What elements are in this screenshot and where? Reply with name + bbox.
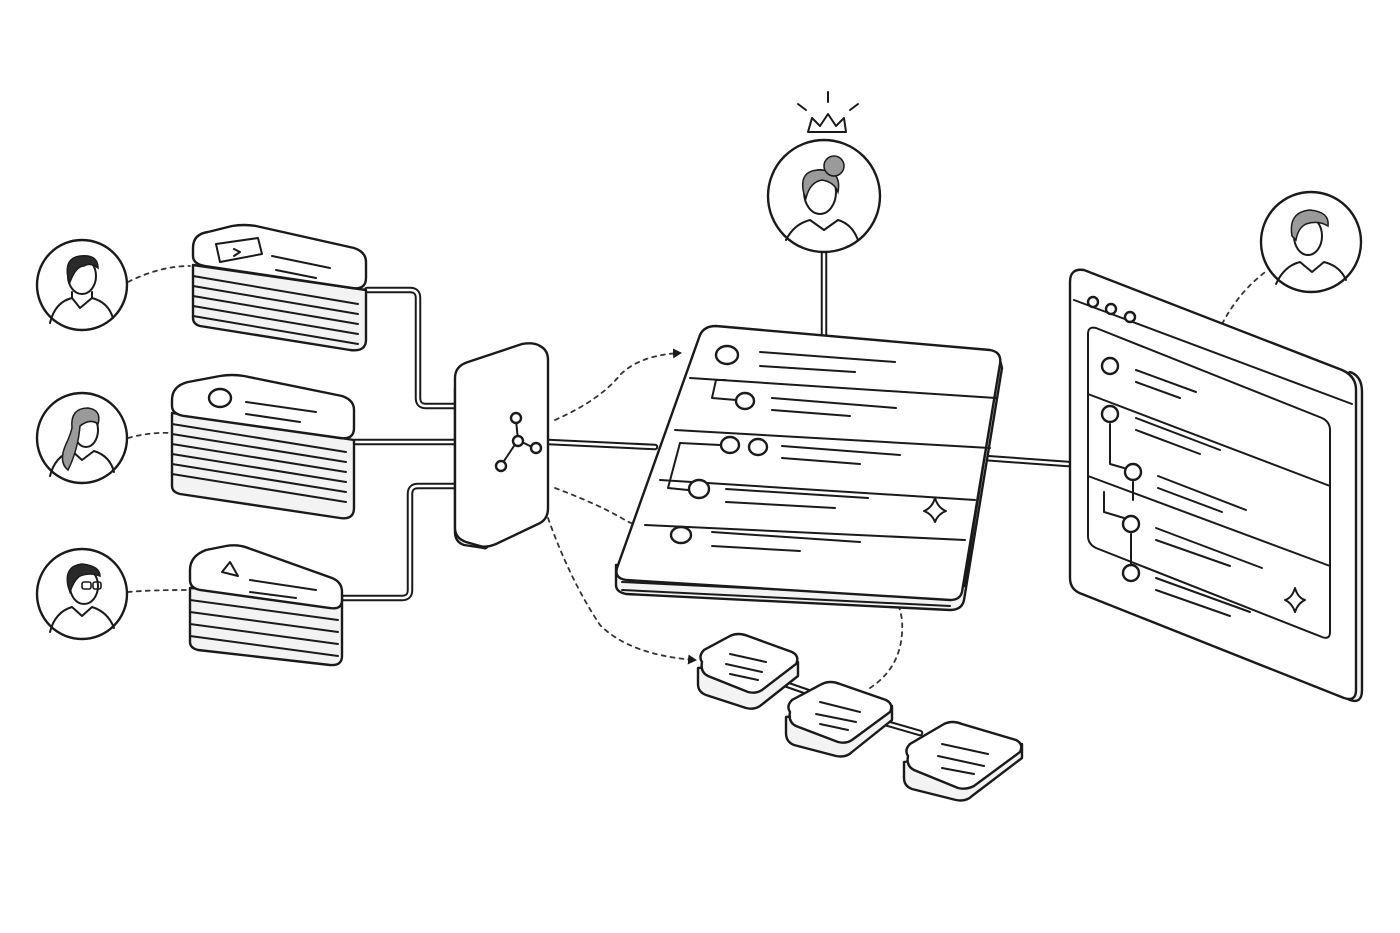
avatar-user-1[interactable] bbox=[35, 238, 129, 332]
circle-icon bbox=[207, 387, 233, 409]
pipeline-step-1[interactable] bbox=[696, 632, 800, 710]
board-row[interactable] bbox=[711, 379, 897, 417]
app-window[interactable] bbox=[1068, 268, 1364, 703]
crown-icon bbox=[797, 91, 859, 133]
board-row[interactable] bbox=[669, 525, 861, 552]
pipeline-step-2[interactable] bbox=[784, 680, 894, 758]
data-stack-3[interactable] bbox=[188, 544, 344, 667]
avatar-reviewer[interactable] bbox=[1259, 190, 1363, 294]
window-row[interactable] bbox=[1103, 481, 1263, 569]
sparkle-icon bbox=[1284, 587, 1306, 613]
window-controls bbox=[1086, 295, 1137, 324]
window-row[interactable] bbox=[1109, 423, 1247, 513]
terminal-icon bbox=[215, 237, 263, 263]
data-stack-1[interactable] bbox=[191, 223, 368, 352]
window-maximize-icon[interactable] bbox=[1123, 310, 1137, 324]
triangle-icon bbox=[221, 561, 239, 577]
board-row[interactable] bbox=[714, 344, 896, 373]
window-minimize-icon[interactable] bbox=[1104, 302, 1118, 316]
window-row[interactable] bbox=[1121, 533, 1306, 617]
avatar-user-3[interactable] bbox=[35, 547, 129, 641]
pipeline-step-3[interactable] bbox=[902, 720, 1024, 802]
avatar-user-2[interactable] bbox=[35, 391, 129, 485]
connector-lines bbox=[339, 248, 1072, 737]
router-hub[interactable] bbox=[453, 342, 550, 550]
sparkle-icon bbox=[923, 497, 947, 523]
task-board[interactable] bbox=[614, 324, 1004, 612]
window-close-icon[interactable] bbox=[1086, 295, 1100, 309]
data-stack-2[interactable] bbox=[170, 373, 356, 520]
admin-avatar[interactable] bbox=[766, 91, 882, 254]
window-row[interactable] bbox=[1100, 404, 1221, 455]
board-row[interactable] bbox=[667, 435, 901, 491]
window-row[interactable] bbox=[1100, 356, 1197, 399]
network-nodes-icon bbox=[494, 411, 543, 473]
board-row[interactable] bbox=[687, 478, 947, 523]
